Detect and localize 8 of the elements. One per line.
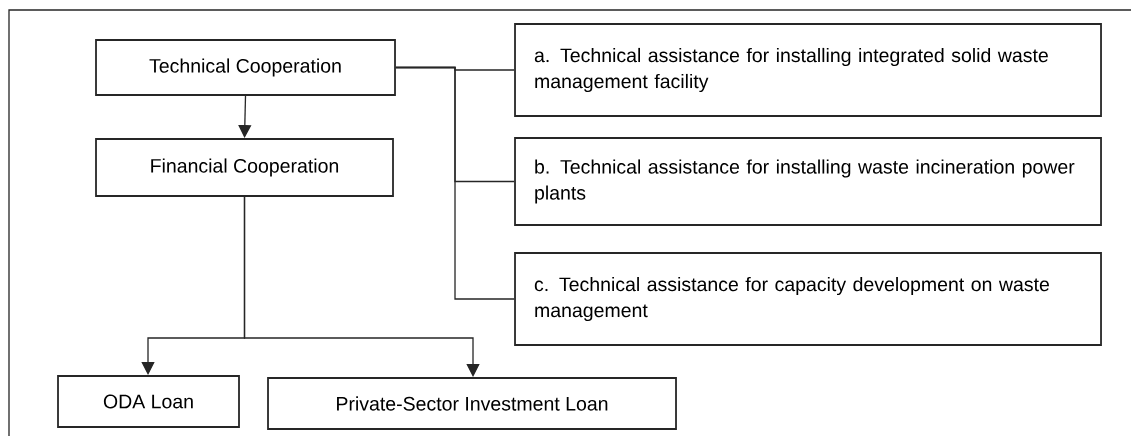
process-box: Technical Cooperation	[95, 39, 396, 96]
process-box: Private-Sector Investment Loan	[267, 377, 677, 430]
connector-line	[395, 66, 515, 300]
process-box: ODA Loan	[57, 375, 240, 428]
process-box: a. Technical assistance for installing integrated solid waste management facility	[514, 23, 1102, 117]
process-box: b. Technical assistance for installing waste incineration power plants	[514, 137, 1102, 226]
process-box: c. Technical assistance for capacity development on waste management	[514, 252, 1102, 346]
process-box: Financial Cooperation	[95, 138, 394, 197]
